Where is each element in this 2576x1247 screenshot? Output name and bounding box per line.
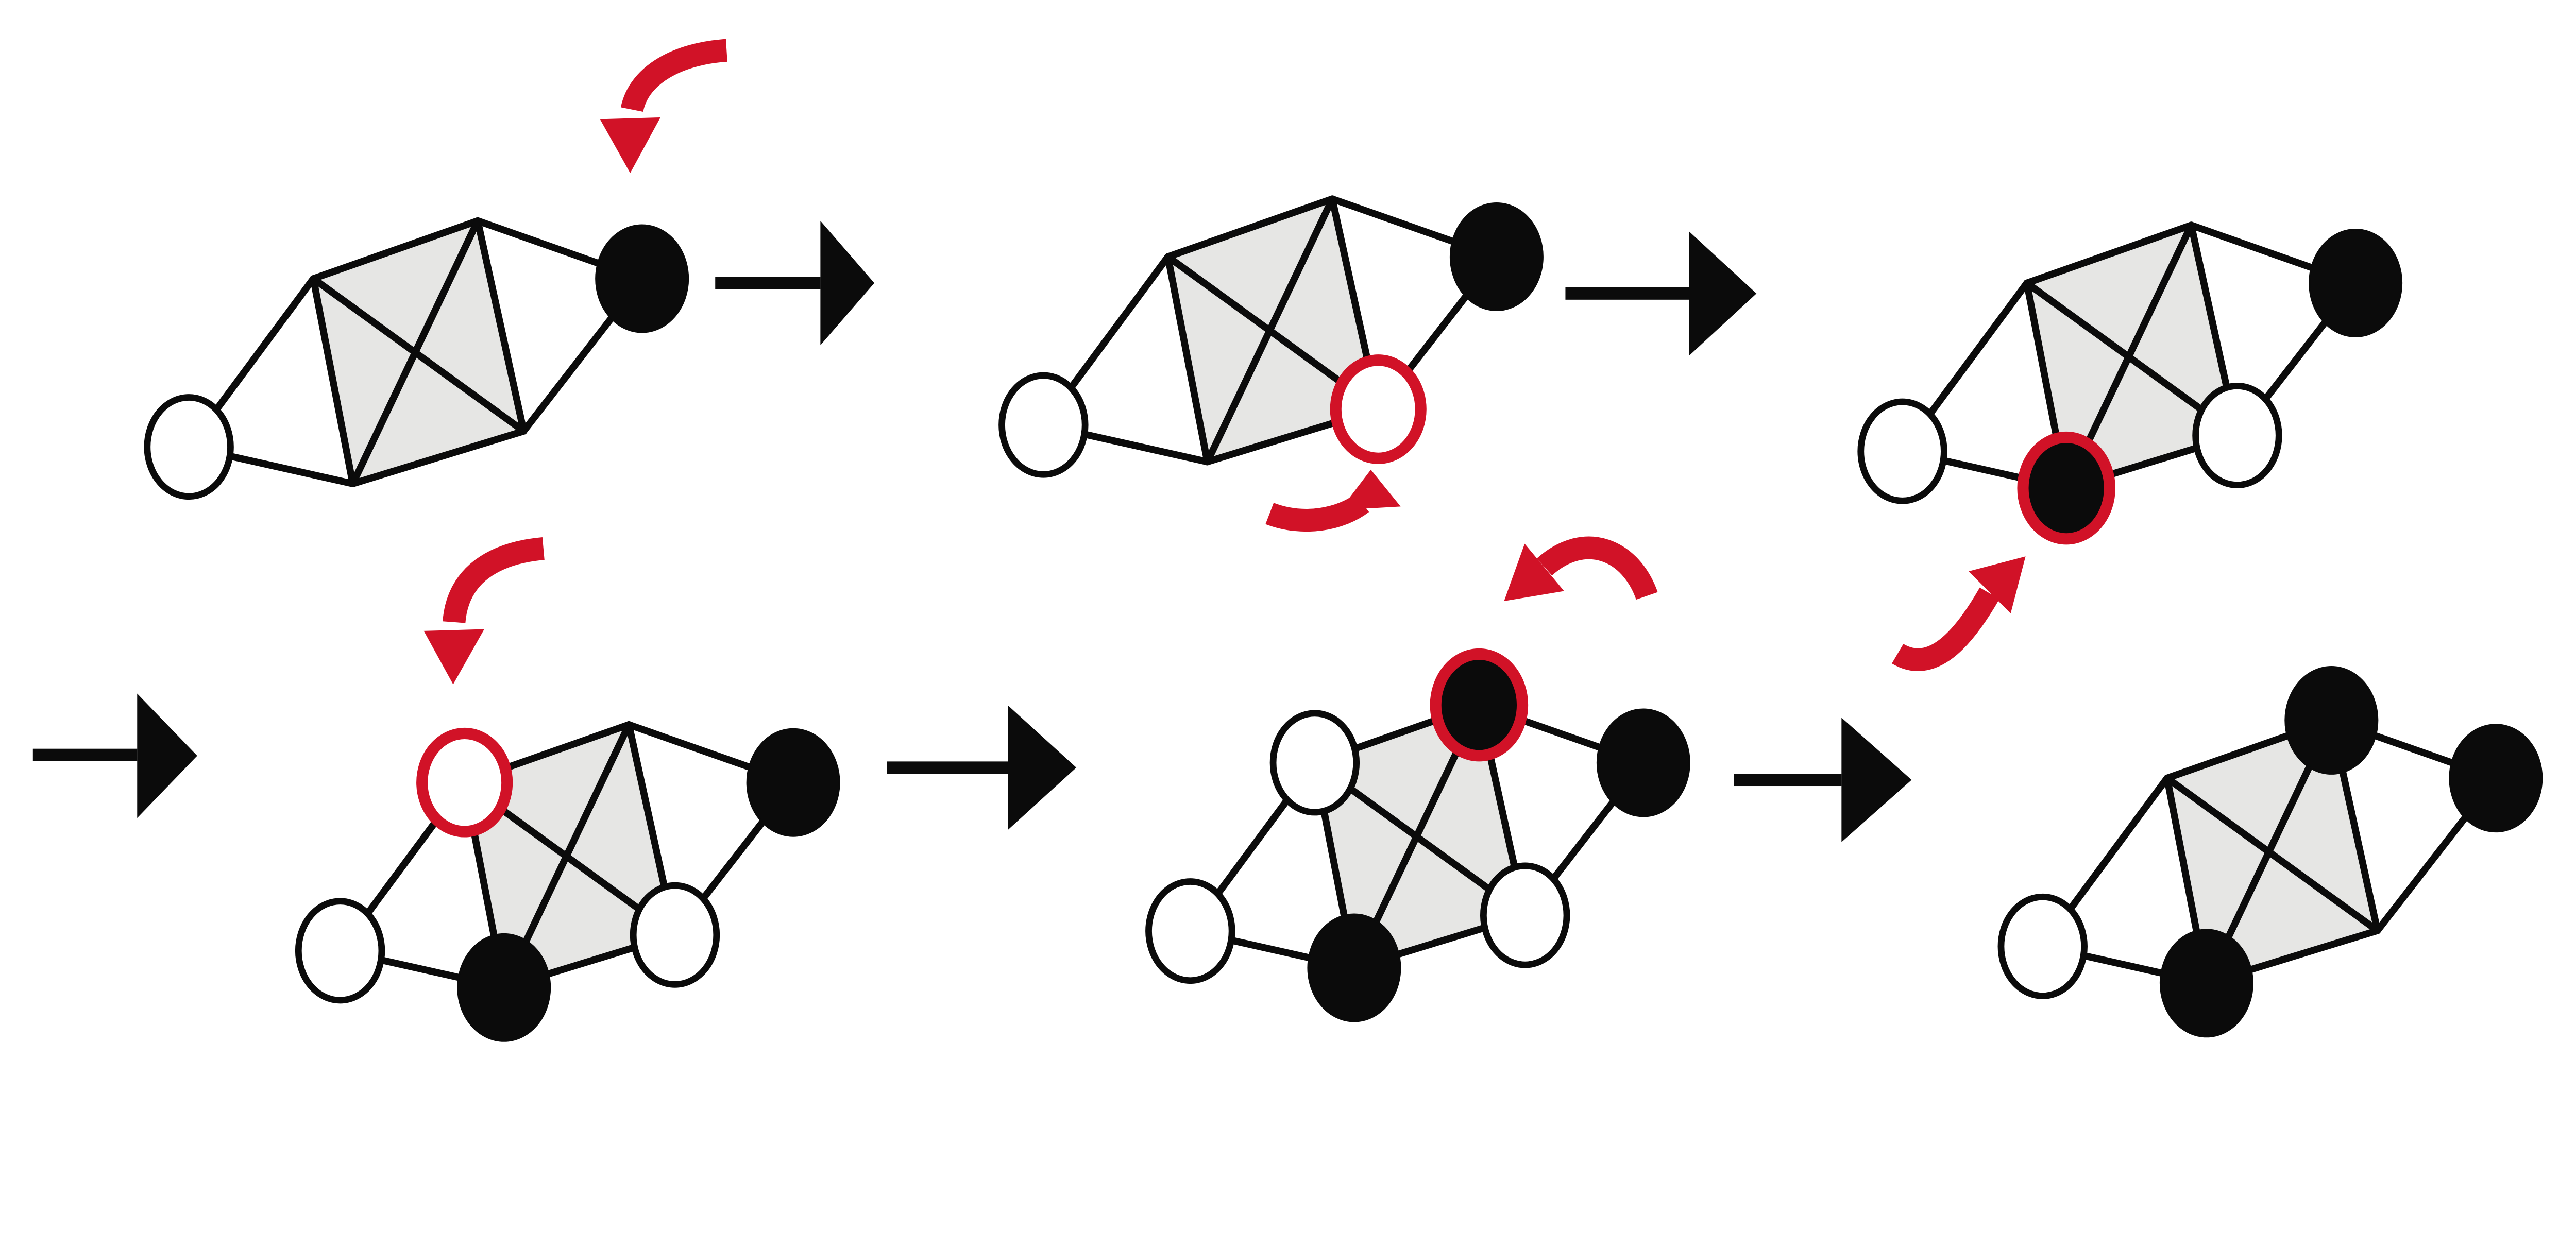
state-5-node-A-white xyxy=(1145,878,1235,984)
panel-state-6 xyxy=(1997,665,2543,1038)
move-arrow-state-4-head xyxy=(423,629,484,685)
transition-arrow-row2-lead-shaft xyxy=(32,748,138,761)
transition-arrow-row2-lead-head xyxy=(137,693,197,818)
state-1-edge-C-D xyxy=(349,217,482,487)
state-2-edge-B-C xyxy=(1164,195,1336,261)
panel-state-2 xyxy=(998,195,1544,478)
move-arrow-state-3-head xyxy=(1969,556,2026,613)
figure xyxy=(0,0,2576,1061)
state-1-edge-B-C xyxy=(310,217,482,282)
transition-arrow-5-6 xyxy=(1734,718,1912,842)
state-1-edge-D-B xyxy=(310,275,357,487)
state-3-edge-B-C xyxy=(2023,221,2195,287)
panel-state-3 xyxy=(1857,221,2403,545)
move-arrow-state-2-head xyxy=(1340,469,1401,510)
state-2-node-F-black xyxy=(1449,202,1544,311)
transition-arrow-4-5 xyxy=(887,705,1077,830)
figure-background xyxy=(0,0,2576,1061)
transition-arrow-5-6-head xyxy=(1841,718,1912,842)
state-2-node-A-white xyxy=(998,372,1089,478)
move-arrow-state-1-curve xyxy=(620,39,728,113)
move-arrow-state-3-curve xyxy=(1892,587,2000,671)
state-3-node-F-black xyxy=(2309,229,2403,337)
state-4-node-A-white xyxy=(295,898,385,1004)
state-1-edge-E-D xyxy=(349,428,528,487)
state-6-node-D-black xyxy=(2159,929,2253,1038)
move-arrow-state-5 xyxy=(1504,536,1658,602)
panel-state-4 xyxy=(295,721,840,1042)
move-arrow-state-3 xyxy=(1892,556,2026,671)
state-5-node-C-black-red-ring xyxy=(1430,648,1529,762)
state-6-node-F-black xyxy=(2449,724,2543,833)
state-4-node-D-black xyxy=(457,933,551,1042)
move-arrow-state-2 xyxy=(1265,469,1401,532)
state-1-edge-B-E xyxy=(310,275,528,435)
state-6-node-A-white xyxy=(1997,893,2088,999)
transition-arrow-2-3-shaft xyxy=(1565,287,1689,300)
state-3-node-D-black-red-ring xyxy=(2017,431,2115,545)
state-4-node-F-black xyxy=(746,728,840,837)
figure-canvas xyxy=(0,0,2576,1061)
move-arrow-state-5-head xyxy=(1504,543,1564,602)
state-2-node-E-white-red-ring xyxy=(1330,354,1427,464)
state-2-edge-D-B xyxy=(1164,253,1211,466)
state-4-node-E-white xyxy=(630,882,720,988)
move-arrow-state-4-curve xyxy=(443,537,545,624)
state-5-node-B-white xyxy=(1269,710,1360,816)
state-1-node-A-white xyxy=(144,394,234,500)
transition-arrow-1-2 xyxy=(715,220,875,346)
move-arrow-state-4 xyxy=(423,537,545,685)
transition-arrow-1-2-shaft xyxy=(715,277,821,289)
panel-state-5 xyxy=(1145,648,1690,1022)
transition-arrow-2-3 xyxy=(1565,231,1757,356)
panel-state-1 xyxy=(144,217,689,500)
move-arrow-state-1-head xyxy=(600,117,660,173)
state-6-edge-B-E xyxy=(2163,774,2381,934)
state-2-edge-C-D xyxy=(1204,195,1336,466)
state-3-node-E-white xyxy=(2192,383,2282,489)
transition-arrow-5-6-shaft xyxy=(1734,774,1842,787)
state-1-node-F-black xyxy=(595,224,689,333)
move-arrow-state-5-curve xyxy=(1536,536,1658,600)
transition-arrow-4-5-shaft xyxy=(887,761,1008,774)
transition-arrow-4-5-head xyxy=(1008,705,1077,830)
state-5-node-F-black xyxy=(1596,708,1690,817)
move-arrow-state-1 xyxy=(600,39,728,173)
state-6-node-C-black xyxy=(2284,665,2379,775)
transition-arrow-1-2-head xyxy=(820,220,875,346)
state-5-node-E-white xyxy=(1480,862,1570,968)
state-5-node-D-black xyxy=(1307,913,1401,1022)
transition-arrow-row2-lead xyxy=(32,693,197,818)
state-1-edge-C-E xyxy=(474,217,528,435)
transition-arrow-2-3-head xyxy=(1689,231,1757,356)
state-4-node-B-white-red-ring xyxy=(416,727,513,838)
state-3-node-A-white xyxy=(1857,398,1947,504)
